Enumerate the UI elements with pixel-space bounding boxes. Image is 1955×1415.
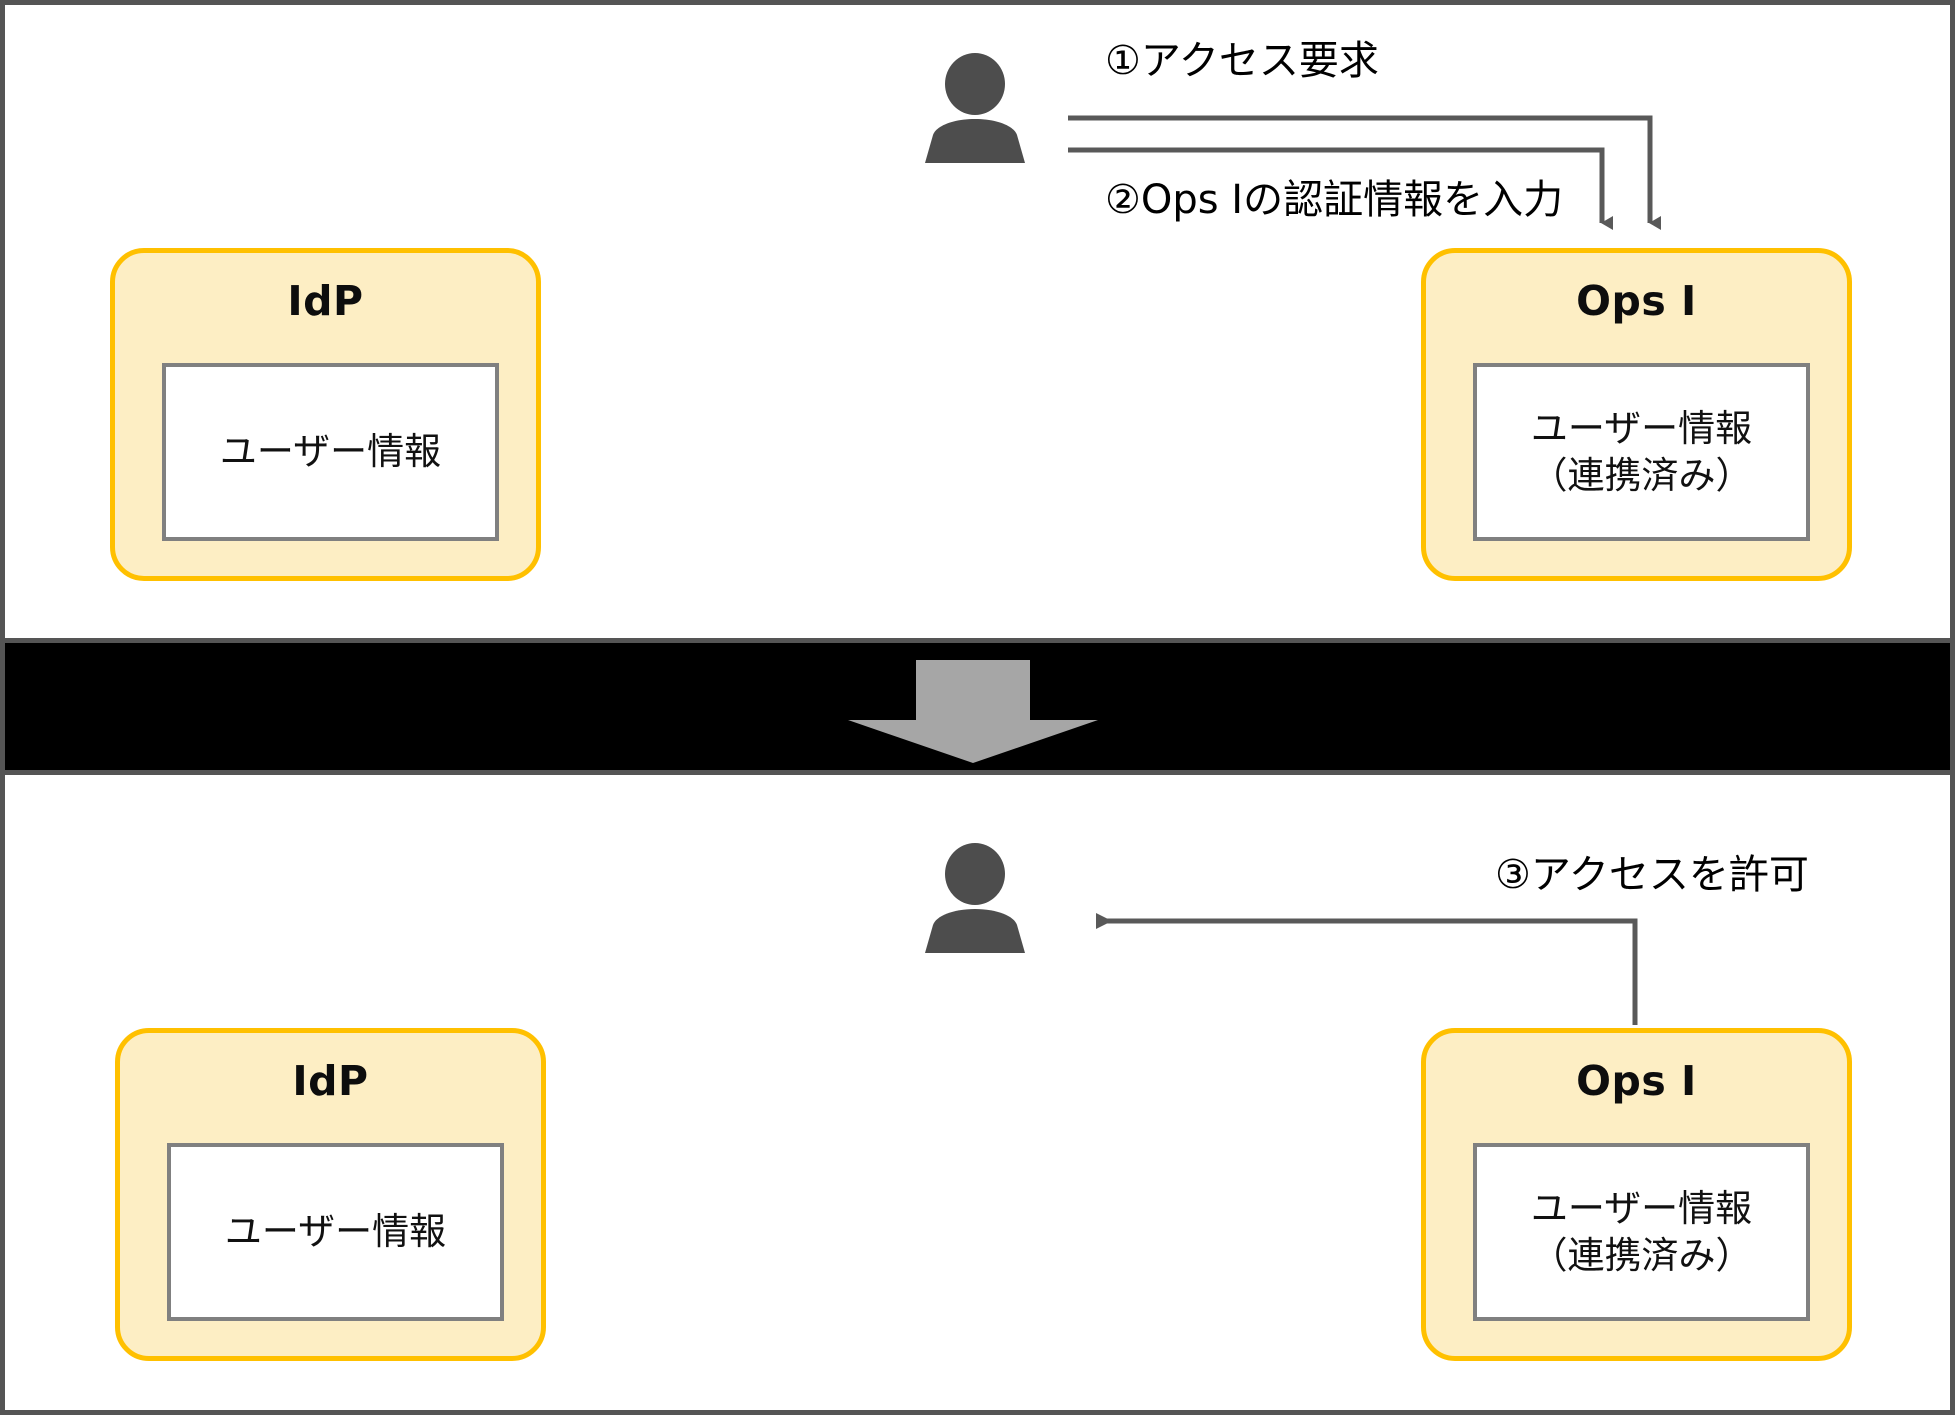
ops1-user-info-line-1: ユーザー情報 bbox=[1530, 406, 1753, 450]
idp-box-title: IdP bbox=[292, 1057, 369, 1105]
ops1-user-info-line-2: （連携済み） bbox=[1530, 1234, 1753, 1277]
ops1-box-title: Ops Ⅰ bbox=[1576, 277, 1697, 325]
idp-box-bottom[interactable]: IdP ユーザー情報 bbox=[115, 1028, 546, 1361]
divider-down-arrow-icon bbox=[848, 660, 1098, 763]
idp-user-info-box: ユーザー情報 bbox=[162, 363, 499, 541]
ops1-user-info-box: ユーザー情報 （連携済み） bbox=[1473, 363, 1810, 541]
ops1-user-info-line-2: （連携済み） bbox=[1530, 454, 1753, 497]
idp-box-top[interactable]: IdP ユーザー情報 bbox=[110, 248, 541, 581]
idp-box-title: IdP bbox=[287, 277, 364, 325]
user-actor-icon-top bbox=[925, 53, 1025, 163]
flow-3-label: ③アクセスを許可 bbox=[1495, 852, 1809, 898]
idp-user-info-line-1: ユーザー情報 bbox=[224, 1210, 447, 1254]
idp-user-info-box: ユーザー情報 bbox=[167, 1143, 504, 1321]
ops1-user-info-box: ユーザー情報 （連携済み） bbox=[1473, 1143, 1810, 1321]
user-actor-icon-bottom bbox=[925, 843, 1025, 953]
ops1-user-info-line-1: ユーザー情報 bbox=[1530, 1186, 1753, 1230]
connector-flow-3 bbox=[1096, 913, 1638, 1025]
flow-2-label: ②Ops Ⅰの認証情報を入力 bbox=[1105, 177, 1564, 223]
flow-1-label: ①アクセス要求 bbox=[1105, 38, 1379, 84]
ops1-box-title: Ops Ⅰ bbox=[1576, 1057, 1697, 1105]
idp-user-info-line-1: ユーザー情報 bbox=[219, 430, 442, 474]
ops1-box-top[interactable]: Ops Ⅰ ユーザー情報 （連携済み） bbox=[1421, 248, 1852, 581]
ops1-box-bottom[interactable]: Ops Ⅰ ユーザー情報 （連携済み） bbox=[1421, 1028, 1852, 1361]
